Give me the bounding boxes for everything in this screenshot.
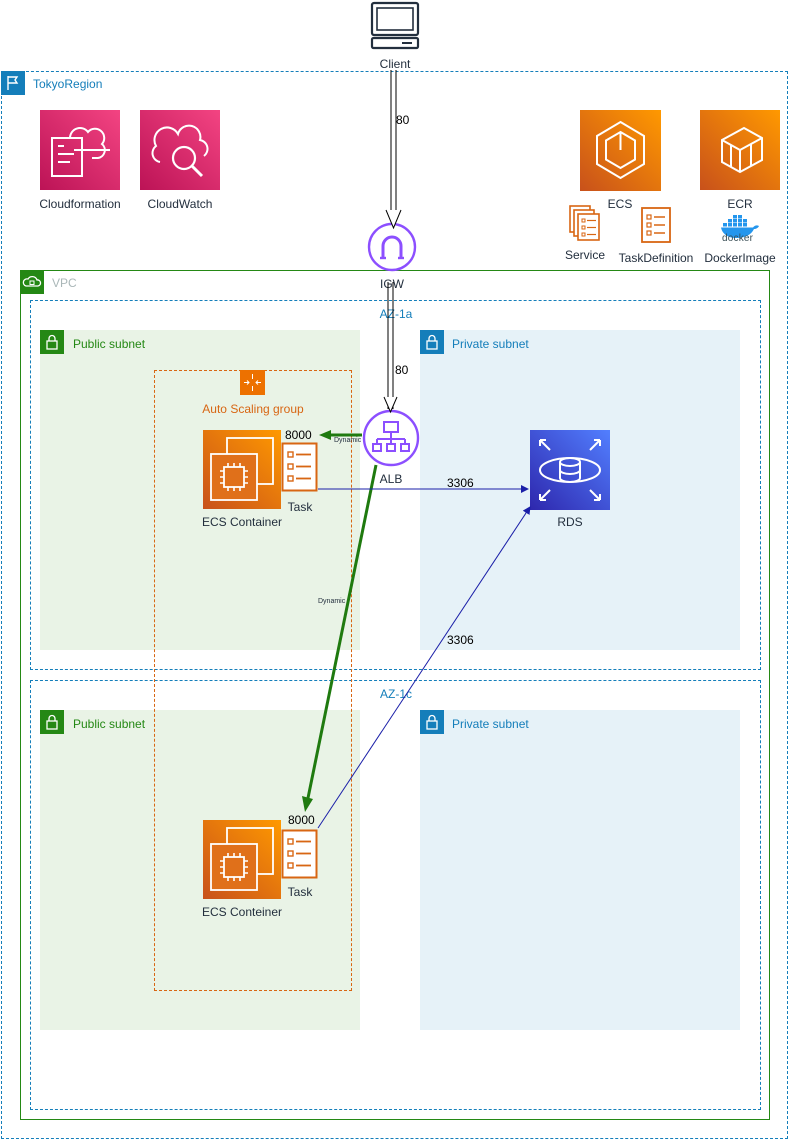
docker-logo-text: docker (722, 233, 754, 244)
private-subnet-title: Private subnet (452, 337, 529, 351)
port-80-label-2: 80 (395, 363, 409, 377)
auto-scaling-group-title: Auto Scaling group (202, 402, 304, 416)
rds-icon (530, 430, 610, 510)
igw-to-alb-edge (383, 282, 398, 414)
task-2-label: Task (287, 885, 313, 899)
vpc-cloud-icon (20, 270, 44, 294)
task-1-label: Task (287, 500, 313, 514)
ecr-icon (700, 110, 780, 190)
private-subnet-lock-icon (420, 710, 444, 734)
alb-to-container-1-edge (319, 430, 362, 440)
ecs-container-2-icon (203, 820, 281, 899)
task-1-icon (281, 442, 318, 492)
public-subnet-lock-icon (40, 330, 64, 354)
alb-label: ALB (379, 472, 403, 486)
ecs-service-icon (568, 204, 602, 242)
task-definition-icon (640, 206, 672, 244)
private-subnet-lock-icon (420, 330, 444, 354)
client-to-igw-edge (385, 70, 402, 230)
alb-icon (362, 409, 420, 467)
task-2-icon (281, 829, 318, 879)
cloudwatch-icon (140, 110, 220, 190)
tokyo-region-group (1, 71, 788, 1139)
alb-to-container-2-edge (302, 464, 378, 812)
cloudformation-icon (40, 110, 120, 190)
private-subnet-1c (420, 710, 740, 1030)
docker-image-label: DockerImage (704, 251, 776, 265)
ecr-label: ECR (727, 197, 753, 211)
container-2-to-rds-edge (317, 506, 531, 829)
region-title: TokyoRegion (33, 77, 103, 91)
task-definition-label: TaskDefinition (618, 251, 694, 265)
port-8000-label-2: 8000 (288, 813, 315, 827)
rds-label: RDS (557, 515, 583, 529)
port-3306-label-2: 3306 (447, 633, 474, 647)
ecs-icon (580, 110, 661, 191)
port-80-label-1: 80 (396, 113, 410, 127)
az-1c-group (30, 680, 761, 1110)
docker-logo-icon: docker (720, 212, 762, 246)
ecs-container-2-label: ECS Conteiner (201, 905, 283, 919)
ecs-container-1-label: ECS Container (201, 515, 283, 529)
auto-scaling-icon (240, 370, 265, 395)
public-subnet-lock-icon (40, 710, 64, 734)
vpc-title: VPC (52, 276, 77, 290)
region-flag-icon (1, 71, 25, 95)
port-8000-label-1: 8000 (285, 428, 312, 442)
dynamic-label-2: Dynamic (318, 598, 346, 605)
public-subnet-title: Public subnet (73, 717, 146, 731)
igw-label: IGW (380, 277, 404, 291)
cloudformation-label: Cloudformation (39, 197, 121, 211)
client-icon (368, 0, 422, 52)
ecs-container-1-icon (203, 430, 281, 509)
private-subnet-title: Private subnet (452, 717, 529, 731)
client-label: Client (379, 57, 411, 71)
public-subnet-title: Public subnet (73, 337, 146, 351)
igw-icon (367, 222, 417, 272)
ecs-service-label: Service (564, 248, 606, 262)
port-3306-label-1: 3306 (447, 476, 474, 490)
ecs-label: ECS (607, 197, 633, 211)
az-1a-group (30, 300, 761, 670)
dynamic-label-1: Dynamic (334, 437, 362, 444)
cloudwatch-label: CloudWatch (147, 197, 213, 211)
